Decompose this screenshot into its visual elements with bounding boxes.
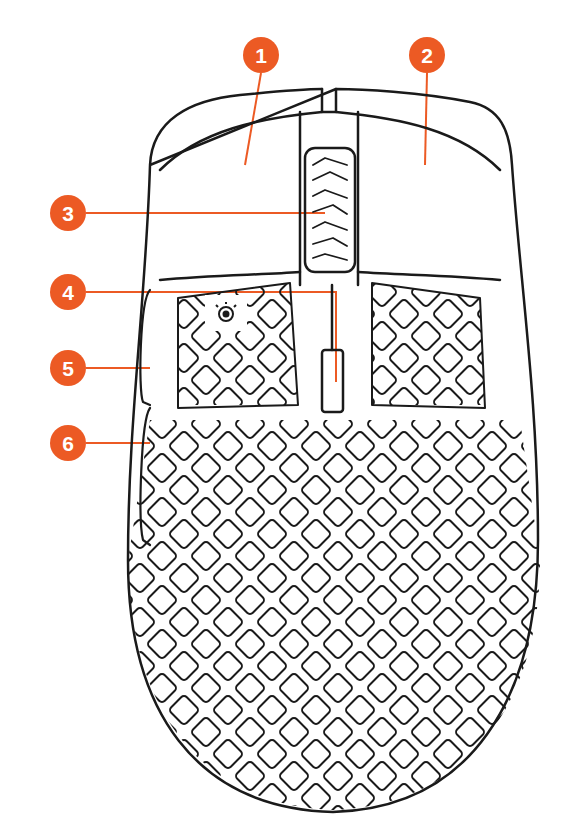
callout-number: 4 — [62, 282, 74, 303]
callout-number: 1 — [255, 45, 267, 66]
callout-circle: 3 — [50, 195, 86, 231]
callout-circle: 5 — [50, 350, 86, 386]
callout-circle: 2 — [409, 37, 445, 73]
callout-circle: 6 — [50, 425, 86, 461]
honeycomb-holes — [370, 280, 490, 410]
brand-logo — [205, 295, 247, 331]
honeycomb-holes — [170, 280, 300, 410]
callout-number: 3 — [62, 203, 74, 224]
callout-circle: 4 — [50, 274, 86, 310]
honeycomb-holes — [120, 415, 550, 815]
callout-number: 2 — [421, 45, 433, 66]
callout-circle: 1 — [243, 37, 279, 73]
callout-number: 5 — [62, 358, 74, 379]
callout-number: 6 — [62, 433, 74, 454]
